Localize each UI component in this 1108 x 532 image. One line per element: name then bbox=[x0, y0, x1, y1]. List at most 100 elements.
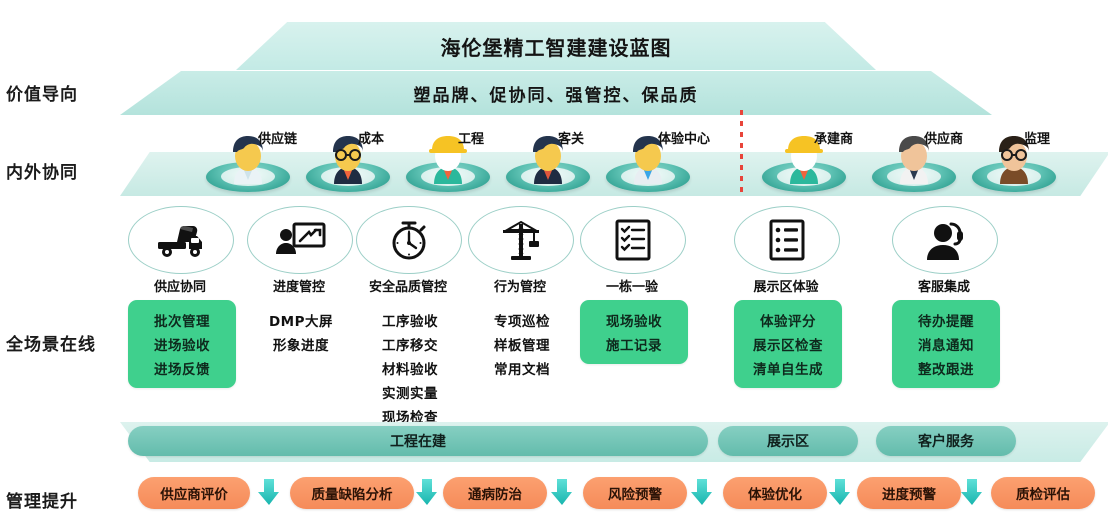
collaborator-external-1[interactable]: 承建商 bbox=[752, 116, 856, 196]
capability-3[interactable]: 安全品质管控 bbox=[356, 206, 462, 295]
person-yellow-hair-icon bbox=[220, 128, 276, 186]
capability-1[interactable]: 供应协同 bbox=[128, 206, 234, 295]
management-pill-4[interactable]: 风险预警 bbox=[583, 477, 687, 509]
capability-4[interactable]: 行为管控 bbox=[468, 206, 574, 295]
collaborator-label: 承建商 bbox=[814, 132, 854, 147]
person-glasses-brown-icon bbox=[986, 128, 1042, 186]
capability-item[interactable]: 待办提醒 bbox=[918, 314, 974, 330]
page-title: 海伦堡精工智建建设蓝图 bbox=[440, 35, 672, 60]
flow-arrow-down-1-icon bbox=[258, 478, 280, 506]
capability-items-1: 批次管理进场验收进场反馈 bbox=[128, 300, 236, 388]
collaborator-internal-3[interactable]: 工程 bbox=[396, 116, 500, 196]
management-pill-3[interactable]: 通病防治 bbox=[443, 477, 547, 509]
stage-label-3: 全场景在线 bbox=[6, 335, 96, 355]
capability-item-list: 体验评分展示区检查清单自生成 bbox=[734, 300, 842, 388]
scene-bar-1[interactable]: 工程在建 bbox=[128, 426, 708, 456]
capability-item[interactable]: 形象进度 bbox=[273, 338, 329, 354]
person-greyhair-icon bbox=[886, 128, 942, 186]
capability-item-list: 专项巡检样板管理常用文档 bbox=[468, 300, 576, 388]
management-pill-2[interactable]: 质量缺陷分析 bbox=[290, 477, 414, 509]
collaborator-internal-4[interactable]: 客关 bbox=[496, 116, 600, 196]
capability-item[interactable]: 体验评分 bbox=[760, 314, 816, 330]
person-helmet-icon bbox=[420, 128, 476, 186]
capability-6[interactable]: 展示区体验 bbox=[734, 206, 840, 295]
capability-caption: 进度管控 bbox=[272, 280, 326, 295]
capability-items-6: 体验评分展示区检查清单自生成 bbox=[734, 300, 842, 388]
checklist-icon bbox=[580, 206, 686, 274]
capability-item[interactable]: 批次管理 bbox=[154, 314, 210, 330]
collaborator-label: 客关 bbox=[558, 132, 585, 147]
stage-label-2: 内外协同 bbox=[6, 163, 78, 183]
capability-caption: 供应协同 bbox=[153, 280, 207, 295]
capability-items-7: 待办提醒消息通知整改跟进 bbox=[892, 300, 1000, 388]
scene-bar-3[interactable]: 客户服务 bbox=[876, 426, 1016, 456]
capability-item[interactable]: 进场验收 bbox=[154, 338, 210, 354]
flow-arrow-down-5-icon bbox=[829, 478, 851, 506]
person-suit-icon bbox=[520, 128, 576, 186]
collaborator-external-2[interactable]: 供应商 bbox=[862, 116, 966, 196]
collaborator-label: 体验中心 bbox=[658, 132, 711, 147]
capability-item[interactable]: 材料验收 bbox=[382, 362, 438, 378]
capability-items-4: 专项巡检样板管理常用文档 bbox=[468, 300, 576, 388]
collaborator-label: 成本 bbox=[358, 132, 385, 147]
person-tie-icon bbox=[620, 128, 676, 186]
capability-items-3: 工序验收工序移交材料验收实测实量现场检查 bbox=[356, 300, 464, 436]
collaborator-external-3[interactable]: 监理 bbox=[962, 116, 1066, 196]
person-glasses-icon bbox=[320, 128, 376, 186]
flow-arrow-down-2-icon bbox=[416, 478, 438, 506]
capability-item[interactable]: 消息通知 bbox=[918, 338, 974, 354]
collaborator-internal-2[interactable]: 成本 bbox=[296, 116, 400, 196]
capability-item[interactable]: 清单自生成 bbox=[753, 362, 823, 378]
list-document-icon bbox=[734, 206, 840, 274]
tower-crane-icon bbox=[468, 206, 574, 274]
capability-item[interactable]: DMP大屏 bbox=[268, 314, 334, 330]
capability-item[interactable]: 样板管理 bbox=[494, 338, 550, 354]
capability-item-list: 批次管理进场验收进场反馈 bbox=[128, 300, 236, 388]
internal-external-divider bbox=[740, 110, 743, 192]
capability-5[interactable]: 一栋一验 bbox=[580, 206, 686, 295]
collaborator-internal-1[interactable]: 供应链 bbox=[196, 116, 300, 196]
stopwatch-icon bbox=[356, 206, 462, 274]
headset-agent-icon bbox=[892, 206, 998, 274]
capability-caption: 一栋一验 bbox=[605, 280, 659, 295]
capability-caption: 安全品质管控 bbox=[368, 280, 448, 295]
stage-label-4: 管理提升 bbox=[6, 492, 78, 512]
flow-arrow-down-3-icon bbox=[551, 478, 573, 506]
cement-mixer-truck-icon bbox=[128, 206, 234, 274]
capability-item[interactable]: 现场验收 bbox=[606, 314, 662, 330]
management-pill-7[interactable]: 质检评估 bbox=[991, 477, 1095, 509]
capability-items-2: DMP大屏形象进度 bbox=[247, 300, 355, 364]
flow-arrow-down-6-icon bbox=[961, 478, 983, 506]
management-pill-1[interactable]: 供应商评价 bbox=[138, 477, 250, 509]
capability-caption: 客服集成 bbox=[917, 280, 971, 295]
capability-item[interactable]: 专项巡检 bbox=[494, 314, 550, 330]
collaborator-label: 工程 bbox=[458, 132, 485, 147]
capability-item[interactable]: 进场反馈 bbox=[154, 362, 210, 378]
capability-item[interactable]: 展示区检查 bbox=[753, 338, 823, 354]
scene-bar-2[interactable]: 展示区 bbox=[718, 426, 858, 456]
title-band-shape bbox=[236, 22, 876, 70]
capability-item[interactable]: 实测实量 bbox=[382, 386, 438, 402]
capability-item-list: 待办提醒消息通知整改跟进 bbox=[892, 300, 1000, 388]
stage-label-1: 价值导向 bbox=[6, 85, 78, 105]
presentation-board-icon bbox=[247, 206, 353, 274]
capability-item[interactable]: 工序验收 bbox=[382, 314, 438, 330]
capability-2[interactable]: 进度管控 bbox=[247, 206, 353, 295]
management-pill-5[interactable]: 体验优化 bbox=[723, 477, 827, 509]
subtitle-band-shape bbox=[120, 71, 992, 115]
collaborator-internal-5[interactable]: 体验中心 bbox=[596, 116, 710, 196]
capability-item-list: 现场验收施工记录 bbox=[580, 300, 688, 364]
capability-item[interactable]: 施工记录 bbox=[606, 338, 662, 354]
person-helmet-icon bbox=[776, 128, 832, 186]
capability-item[interactable]: 整改跟进 bbox=[918, 362, 974, 378]
value-slogan: 塑品牌、促协同、强管控、保品质 bbox=[413, 85, 699, 106]
flow-arrow-down-4-icon bbox=[691, 478, 713, 506]
capability-7[interactable]: 客服集成 bbox=[892, 206, 998, 295]
capability-item-list: 工序验收工序移交材料验收实测实量现场检查 bbox=[356, 300, 464, 436]
collaborator-label: 供应商 bbox=[924, 132, 964, 147]
capability-items-5: 现场验收施工记录 bbox=[580, 300, 688, 364]
capability-item[interactable]: 工序移交 bbox=[382, 338, 438, 354]
capability-item[interactable]: 常用文档 bbox=[494, 362, 550, 378]
management-pill-6[interactable]: 进度预警 bbox=[857, 477, 961, 509]
